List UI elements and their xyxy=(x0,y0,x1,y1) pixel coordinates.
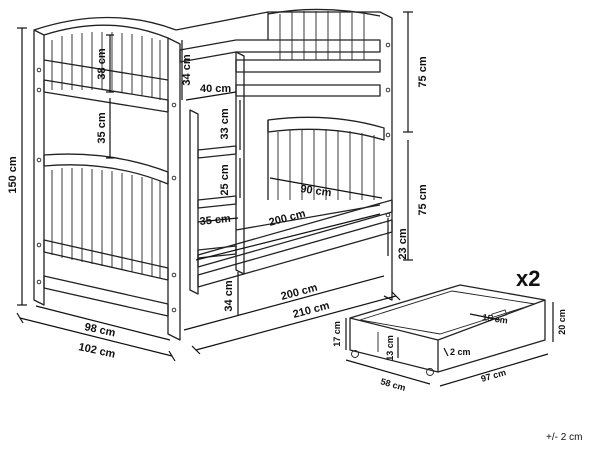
dimension-labels: 150 cm 38 cm 35 cm 34 cm 40 cm 33 cm 25 … xyxy=(7,48,582,443)
label-outer-length: 210 cm xyxy=(292,300,331,321)
label-tolerance: +/- 2 cm xyxy=(546,432,582,443)
bunk-bed-drawing xyxy=(33,8,393,341)
label-drawer-clearance: 23 cm xyxy=(397,228,409,259)
label-ladder-base-width: 35 cm xyxy=(199,213,231,228)
label-base-height: 34 cm xyxy=(223,280,235,311)
label-mattress-width: 90 cm xyxy=(300,183,333,199)
label-ladder-rung-1: 33 cm xyxy=(219,108,231,139)
label-drawer-back-height: 20 cm xyxy=(557,309,567,335)
label-multiplier: x2 xyxy=(516,266,540,291)
label-upper-rail-height: 38 cm xyxy=(96,48,108,79)
label-inner-width: 98 cm xyxy=(83,321,116,339)
label-drawer-length: 97 cm xyxy=(480,367,507,384)
label-drawer-width: 58 cm xyxy=(379,376,406,393)
label-outer-width: 102 cm xyxy=(77,341,116,361)
label-drawer-height-inner: 13 cm xyxy=(385,335,395,361)
label-inner-length: 200 cm xyxy=(280,282,319,303)
drawer-drawing xyxy=(345,284,554,387)
label-ladder-top: 34 cm xyxy=(181,54,193,85)
label-ladder-rung-2: 25 cm xyxy=(219,164,231,195)
label-drawer-rim: 15 cm xyxy=(482,312,509,325)
label-drawer-wall: 2 cm xyxy=(450,347,471,357)
bolt-holes xyxy=(36,42,391,313)
label-drawer-height-outer: 17 cm xyxy=(332,321,342,347)
label-lower-bed-clearance: 75 cm xyxy=(417,184,429,215)
dimension-lines xyxy=(16,11,413,362)
label-bed-height: 150 cm xyxy=(7,156,19,194)
label-upper-bed-clearance: 75 cm xyxy=(417,56,429,87)
label-side-gap-upper: 35 cm xyxy=(96,112,108,143)
label-ladder-width: 40 cm xyxy=(200,83,231,95)
